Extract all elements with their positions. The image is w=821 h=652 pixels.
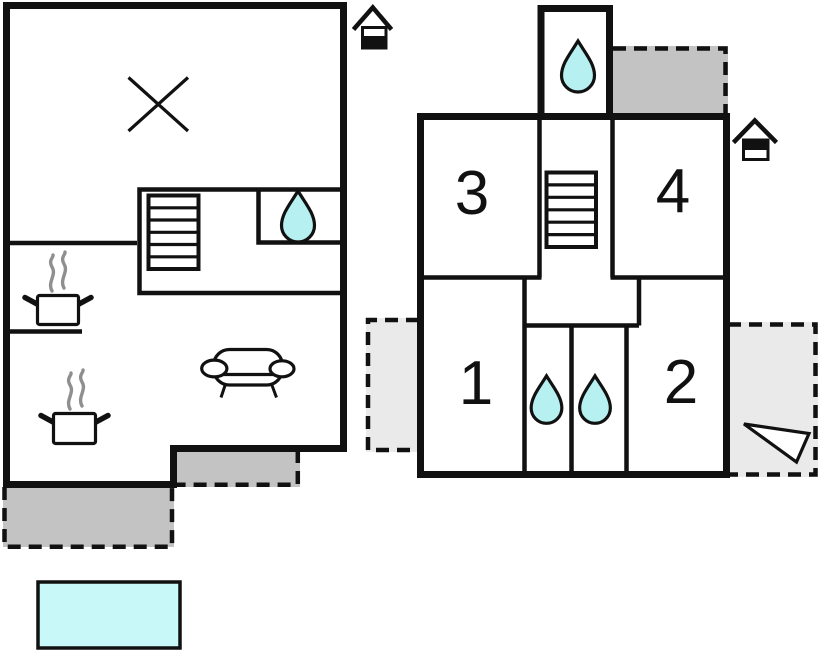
terrace-fill	[366, 318, 419, 452]
terrace-upper-left	[365, 317, 419, 453]
pool-legend-swatch	[36, 580, 182, 650]
pot-body	[35, 293, 81, 327]
room-label-2: 2	[664, 348, 698, 417]
terrace-ground-bottom	[2, 487, 175, 550]
sofa-icon	[200, 347, 296, 399]
triangle-pointer-icon	[743, 422, 812, 465]
x-cross-marker	[127, 76, 190, 133]
terrace-dashed-edge	[365, 317, 419, 453]
entrance-box-filled-half	[742, 138, 770, 150]
room-label-3: 3	[455, 159, 489, 228]
balcony-upper-top	[613, 46, 728, 113]
entrance-box-filled-half	[361, 36, 388, 50]
room-label-1: 1	[459, 349, 493, 418]
steaming-pot-icon	[22, 250, 94, 327]
terrace-upper-right	[728, 322, 818, 477]
terrace-dashed-edge	[174, 450, 301, 488]
balcony-fill	[613, 46, 728, 113]
entrance-roof	[351, 4, 394, 31]
stairs-treads	[148, 206, 199, 259]
pot-handles	[38, 412, 111, 425]
sofa-legs	[219, 383, 278, 399]
sofa-armrest	[200, 358, 229, 379]
terrace-dashed-edge	[728, 322, 818, 477]
terrace-dashed-edge	[2, 487, 175, 550]
stair-room-wall	[137, 187, 344, 296]
sofa-armrest	[268, 359, 296, 379]
pot-body	[51, 411, 98, 446]
staircase-icon	[146, 193, 201, 271]
staircase-icon	[544, 170, 598, 249]
terrace-ground-right	[174, 450, 301, 488]
terrace-fill	[728, 322, 818, 477]
steaming-pot-icon	[38, 368, 111, 446]
terrace-fill	[176, 450, 300, 487]
room-label-4: 4	[656, 157, 690, 226]
house-entrance-icon	[351, 4, 394, 50]
terrace-fill	[3, 487, 174, 547]
house-entrance-icon	[731, 117, 779, 161]
stairs-treads	[546, 183, 596, 237]
balcony-dashed-edge	[613, 46, 728, 113]
bathroom-wall	[256, 189, 344, 245]
entrance-roof	[731, 117, 779, 145]
pot-handles	[22, 294, 94, 307]
